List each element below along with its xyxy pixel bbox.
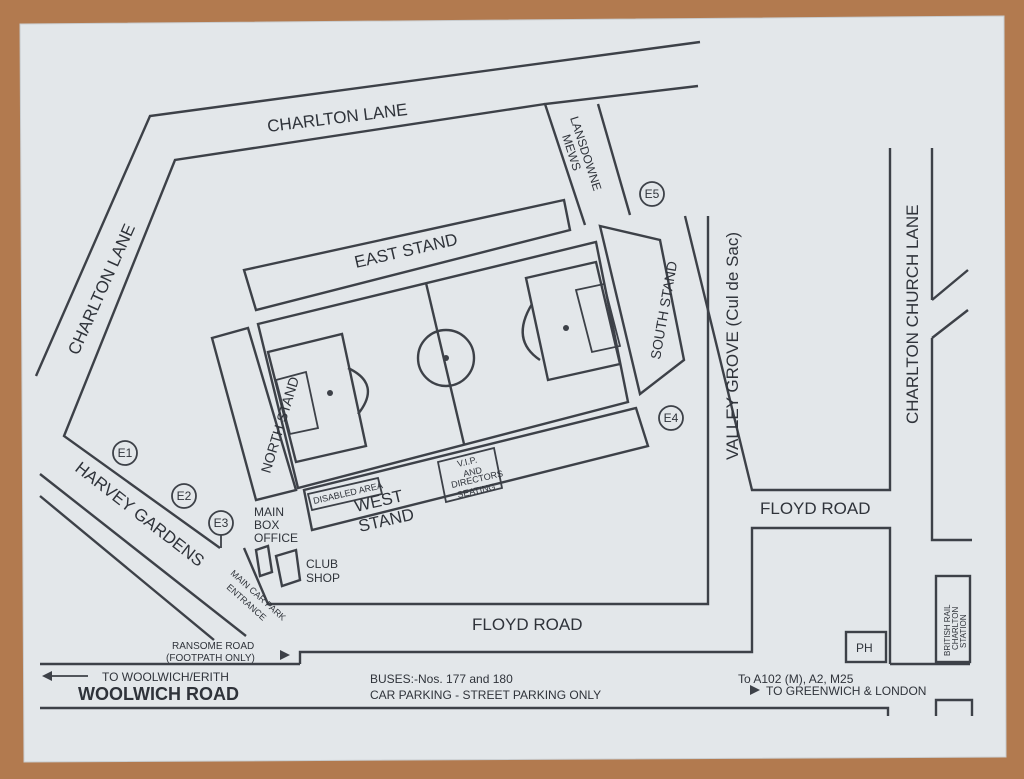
a102-label: To A102 (M), A2, M25	[738, 672, 854, 686]
entrance-e5-label: E5	[645, 187, 660, 201]
south-penalty-arc	[521, 303, 541, 361]
ransome-road-label-1: RANSOME ROAD	[172, 641, 254, 652]
vip-seating-box	[436, 446, 504, 504]
charlton-church-lane-label: CHARLTON CHURCH LANE	[903, 205, 922, 424]
stadium-boundary-west	[62, 102, 546, 549]
arrow-right-greenwich-icon	[750, 685, 760, 695]
buses-label: BUSES:-Nos. 177 and 180	[370, 672, 513, 686]
pub-box	[844, 630, 888, 664]
pitch	[256, 240, 630, 490]
north-penalty-spot	[327, 390, 333, 396]
club-shop-building	[274, 548, 302, 588]
paper-card	[19, 15, 1007, 763]
entrance-e2-label: E2	[177, 489, 192, 503]
club-shop-label-2: SHOP	[306, 571, 340, 585]
charlton-church-lane-east	[934, 698, 974, 716]
halfway-line	[424, 282, 466, 445]
entrance-e4-label: E4	[664, 411, 679, 425]
harvey-gardens-road-bottom	[39, 495, 215, 641]
club-shop-label-1: CLUB	[306, 557, 338, 571]
ransome-road-label-2: (FOOTPATH ONLY)	[166, 653, 255, 664]
box-office-label-1: MAIN	[254, 505, 284, 519]
south-stand	[598, 224, 686, 397]
floyd-road-bottom-label: FLOYD ROAD	[472, 615, 583, 634]
north-penalty-area	[266, 332, 368, 464]
entrance-e3: E3	[208, 510, 234, 548]
centre-spot	[443, 355, 449, 361]
arrow-right-ransome-icon	[280, 650, 290, 660]
woolwich-erith-label: TO WOOLWICH/ERITH	[102, 670, 229, 684]
box-office-label-2: BOX	[254, 518, 279, 532]
floyd-road-lower	[298, 526, 892, 664]
greenwich-london-label: TO GREENWICH & LONDON	[766, 684, 926, 698]
north-goal-area	[274, 370, 320, 436]
vip-label-1: V.I.P.	[456, 455, 478, 469]
woolwich-road-south	[40, 706, 890, 716]
disabled-area-box	[306, 476, 384, 512]
south-goal-area	[574, 282, 622, 354]
entrance-e5: E5	[639, 181, 665, 207]
entrance-e1: E1	[112, 440, 138, 466]
lansdowne-mews	[596, 103, 632, 216]
west-stand-outline	[302, 406, 650, 532]
vip-label-2: AND	[462, 465, 483, 479]
station-box	[934, 574, 972, 664]
harvey-gardens-road-top	[39, 473, 247, 637]
north-penalty-arc	[347, 366, 370, 415]
north-stand	[210, 326, 298, 502]
arrow-left-woolwich-icon	[42, 671, 88, 681]
station-label-2: CHARLTON	[951, 607, 960, 650]
parking-label: CAR PARKING - STREET PARKING ONLY	[370, 688, 601, 702]
charlton-church-lane-west	[930, 148, 972, 542]
entrance-e3-label: E3	[214, 516, 229, 530]
centre-circle	[416, 328, 476, 388]
entrance-e1-label: E1	[118, 446, 133, 460]
woolwich-road-label: WOOLWICH ROAD	[78, 684, 239, 704]
south-penalty-area	[524, 260, 622, 382]
station-label-3: STATION	[959, 614, 968, 648]
charlton-lane-outer	[34, 40, 701, 377]
south-penalty-spot	[563, 325, 569, 331]
station-label-1: BRITISH RAIL	[943, 604, 952, 656]
floyd-road-right-label: FLOYD ROAD	[760, 499, 871, 518]
charlton-church-lane-branch	[931, 269, 969, 339]
box-office-label-3: OFFICE	[254, 531, 298, 545]
entrance-e4: E4	[658, 405, 684, 431]
east-stand	[242, 198, 572, 312]
pub-label: PH	[856, 641, 873, 655]
valley-grove-label: VALLEY GROVE (Cul de Sac)	[723, 232, 742, 460]
valley-grove-outer	[683, 148, 892, 492]
box-office-building	[254, 544, 274, 578]
floyd-road-upper	[242, 216, 710, 606]
entrance-e2: E2	[171, 483, 197, 509]
